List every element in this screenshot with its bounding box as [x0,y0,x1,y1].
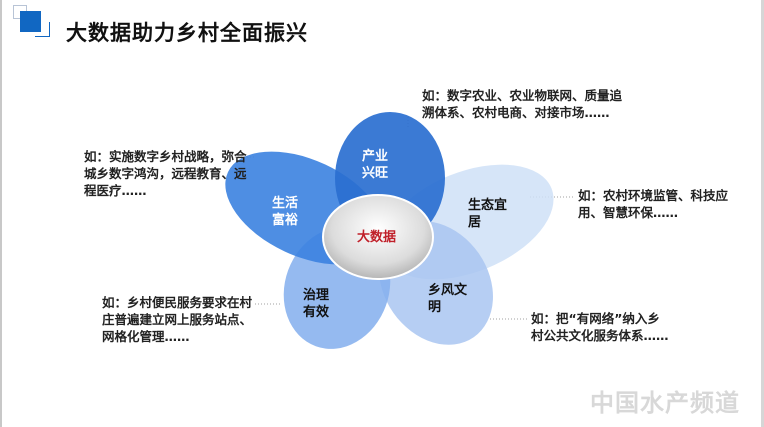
note-life: 如：实施数字乡村战略，弥合城乡数字鸿沟，远程教育、远程医疗…… [84,149,247,198]
petal-label-ecology: 生态宜居 [468,198,508,230]
center-label: 大数据 [357,230,397,245]
center-ellipse [322,194,434,280]
connector-lines [232,117,575,320]
page-title: 大数据助力乡村全面振兴 [66,21,308,45]
title-square-outline-icon [35,22,50,37]
petal-label-life: 生活富裕 [272,196,299,228]
petal-label-governance: 治理有效 [303,288,330,320]
slide-left-border [0,0,2,427]
note-culture: 如：把“有网络”纳入乡村公共文化服务体系…… [531,311,669,343]
note-governance: 如：乡村便民服务要求在村庄普遍建立网上服务站点、网格化管理…… [102,295,253,344]
note-ecology: 如：农村环境监管、科技应用、智慧环保…… [578,188,729,220]
note-industry: 如：数字农业、农业物联网、质量追溯体系、农村电商、对接市场…… [422,88,623,120]
slide-right-border [761,0,764,427]
petal-label-industry: 产业兴旺 [362,149,389,181]
title-square-icon [20,11,41,32]
petal-label-culture: 乡风文明 [428,283,468,315]
watermark: 中国水产频道 [590,389,740,417]
